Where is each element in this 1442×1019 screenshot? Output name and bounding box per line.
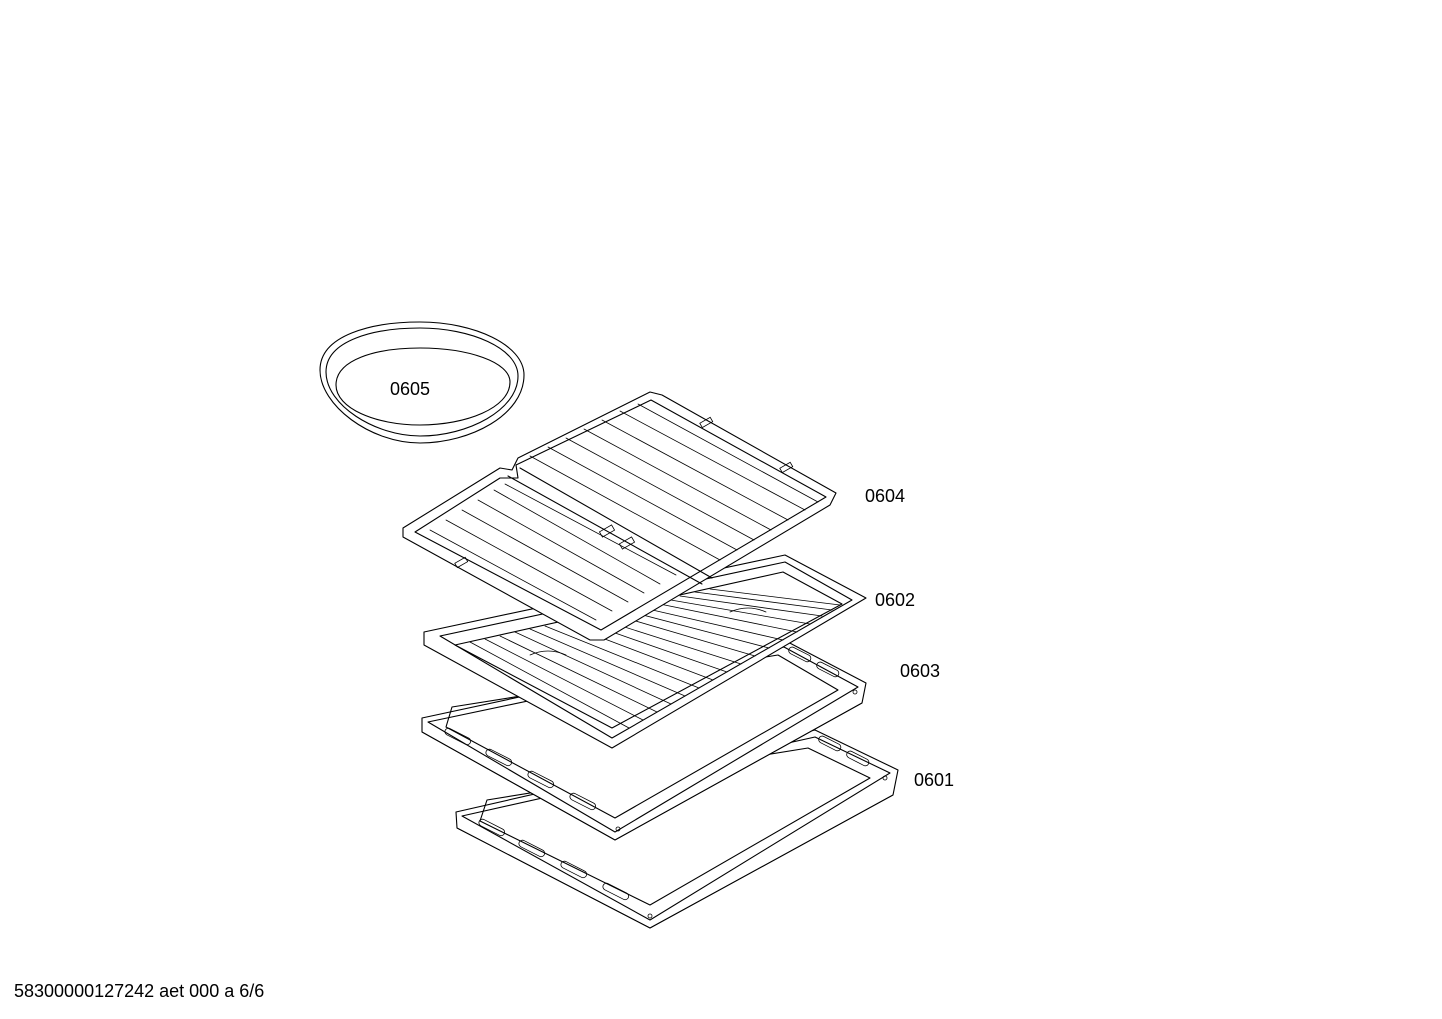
- part-label-0603: 0603: [900, 661, 941, 681]
- wire-rack-rods: [469, 588, 841, 729]
- part-0604-grill-insert: [402, 391, 837, 641]
- drawing-reference-code: 58300000127242 aet 000 a 6/6: [14, 981, 265, 1001]
- tray-0603-vent-slots: [444, 646, 840, 811]
- part-label-0601: 0601: [914, 770, 955, 790]
- tray-0601-vent-slots: [478, 735, 870, 901]
- part-label-0604: 0604: [865, 486, 906, 506]
- grill-ribs: [429, 403, 819, 621]
- part-label-0605: 0605: [390, 379, 431, 399]
- part-0605-round-pan: [319, 321, 525, 444]
- part-label-0602: 0602: [875, 590, 916, 610]
